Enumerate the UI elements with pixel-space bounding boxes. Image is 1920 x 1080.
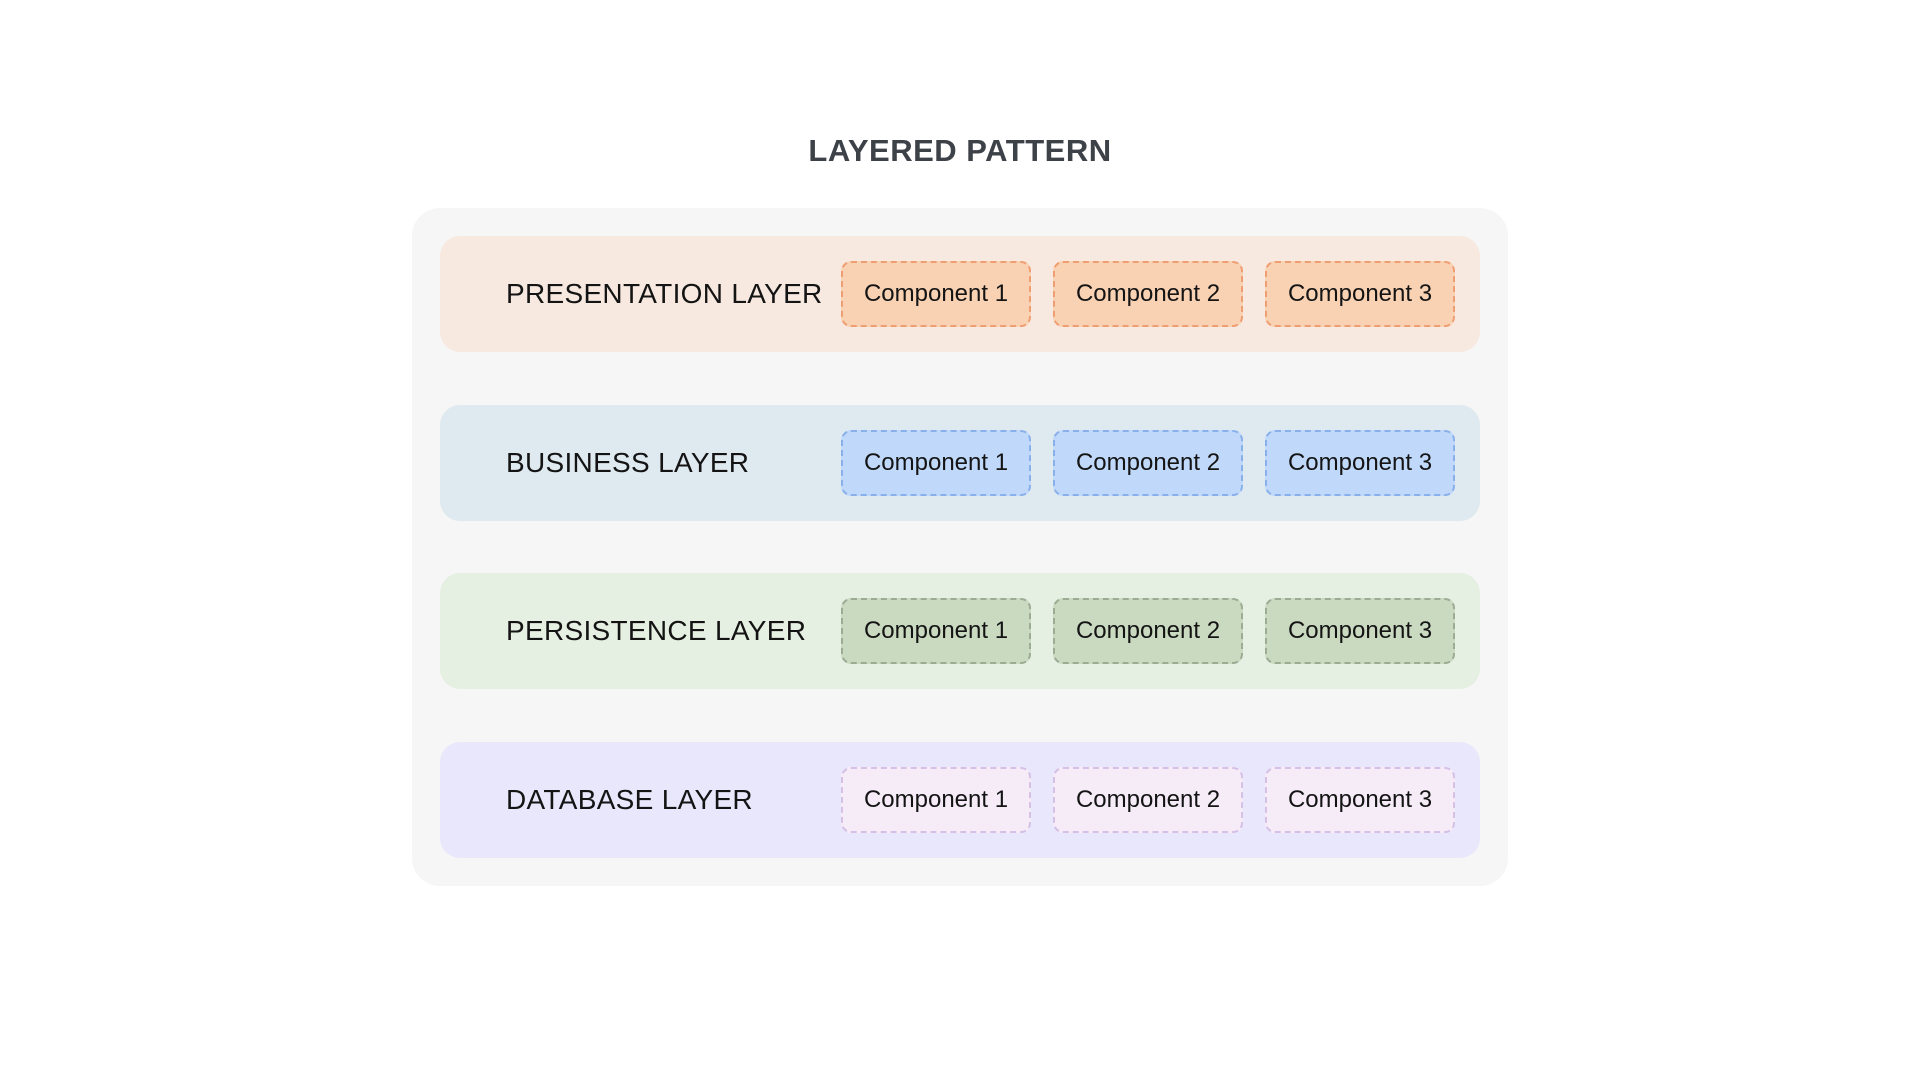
- layer-label: DATABASE LAYER: [506, 783, 753, 815]
- component-group: Component 1 Component 2 Component 3: [841, 429, 1455, 496]
- diagram-title: LAYERED PATTERN: [808, 133, 1112, 168]
- component-box: Component 1: [841, 766, 1031, 833]
- layer-label: PRESENTATION LAYER: [506, 278, 823, 309]
- component-group: Component 1 Component 2 Component 3: [841, 261, 1455, 327]
- layer-label: BUSINESS LAYER: [506, 446, 750, 478]
- component-box: Component 2: [1053, 261, 1243, 327]
- component-group: Component 1 Component 2 Component 3: [841, 766, 1455, 833]
- layer-label: PERSISTENCE LAYER: [506, 615, 807, 647]
- component-box: Component 1: [841, 261, 1031, 327]
- component-box: Component 2: [1053, 429, 1243, 496]
- component-box: Component 3: [1265, 429, 1455, 496]
- component-box: Component 2: [1053, 766, 1243, 833]
- layer-row-persistence-layer: PERSISTENCE LAYER Component 1 Component 2…: [440, 573, 1480, 690]
- component-box: Component 3: [1265, 766, 1455, 833]
- component-box: Component 1: [841, 429, 1031, 496]
- component-box: Component 3: [1265, 261, 1455, 327]
- component-box: Component 1: [841, 598, 1031, 665]
- component-group: Component 1 Component 2 Component 3: [841, 598, 1455, 665]
- component-box: Component 2: [1053, 598, 1243, 665]
- component-box: Component 3: [1265, 598, 1455, 665]
